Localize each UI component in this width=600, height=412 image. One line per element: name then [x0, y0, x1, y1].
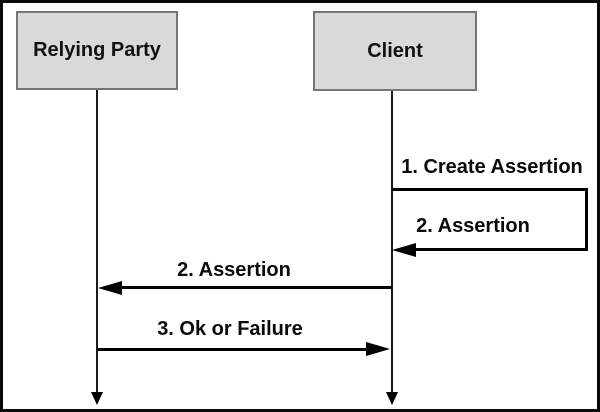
arrowhead-right-ok-or-failure-icon: [366, 342, 390, 356]
message-label-assertion-self: 2. Assertion: [416, 215, 530, 237]
self-message-right-line: [585, 188, 588, 251]
message-line-ok-or-failure: [97, 348, 368, 351]
lifeline-client: [391, 91, 393, 392]
message-label-ok-or-failure: 3. Ok or Failure: [157, 318, 303, 340]
actor-label-relying-party: Relying Party: [33, 39, 161, 61]
arrowhead-left-self-return-icon: [392, 243, 416, 257]
self-message-return-line: [414, 248, 586, 251]
lifeline-arrow-down-client-icon: [386, 392, 398, 405]
arrowhead-left-assertion-icon: [98, 281, 122, 295]
lifeline-relying-party: [96, 90, 98, 392]
message-label-create-assertion: 1. Create Assertion: [401, 156, 583, 178]
self-message-top-line: [392, 188, 588, 191]
message-label-assertion: 2. Assertion: [177, 259, 291, 281]
actor-label-client: Client: [367, 39, 423, 62]
actor-box-relying-party: Relying Party: [16, 11, 178, 90]
lifeline-arrow-down-relying-party-icon: [91, 392, 103, 405]
actor-box-client: Client: [313, 11, 477, 91]
message-line-assertion: [118, 286, 392, 289]
